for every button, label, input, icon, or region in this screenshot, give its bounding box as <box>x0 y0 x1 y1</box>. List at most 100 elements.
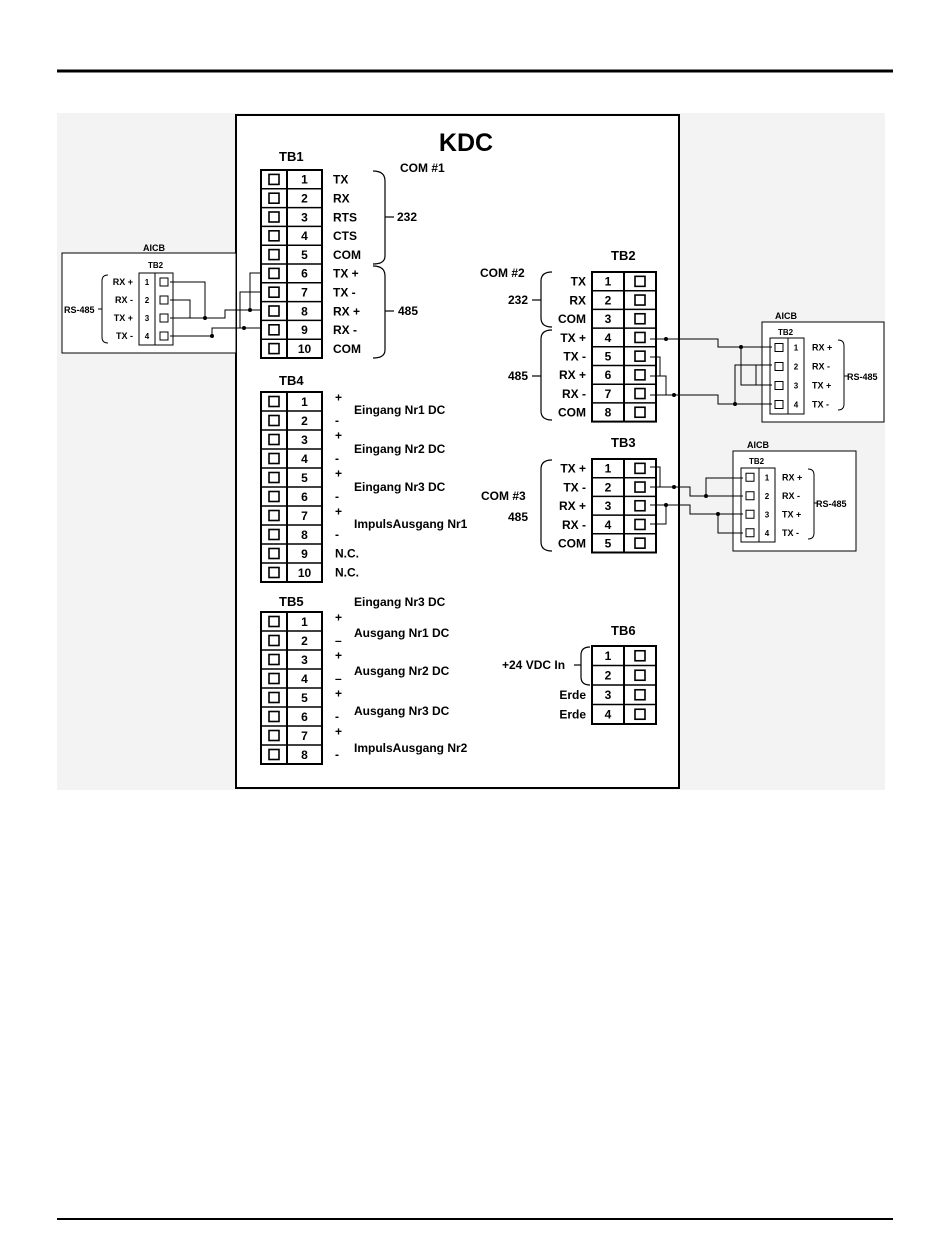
aicb-right-bottom-terminal-number: 1 <box>765 473 770 482</box>
tb1-screw-icon <box>268 211 280 223</box>
aicb-left-signal-label: RX - <box>115 295 133 305</box>
aicb-left-title: AICB <box>143 243 165 253</box>
tb1-screw-icon <box>268 323 280 336</box>
tb2-com-label: COM #2 <box>480 266 525 280</box>
tb2-terminal-number: 6 <box>605 368 612 382</box>
tb4-polarity-label: - <box>335 490 339 504</box>
tb5-screw-icon <box>268 653 280 666</box>
aicb-right-bottom-title: AICB <box>747 440 769 450</box>
aicb-right-top-signal-label: RX - <box>812 362 830 372</box>
tb2-terminal-number: 7 <box>605 387 612 401</box>
aicb-left-screw-icon <box>159 331 169 341</box>
tb3-terminal-number: 2 <box>605 480 612 494</box>
tb2-screw-icon <box>634 350 646 362</box>
aicb-right-bottom-signal-label: TX - <box>782 528 799 538</box>
tb3-terminal-number: 3 <box>605 499 612 513</box>
tb5-terminal-number: 2 <box>301 634 308 648</box>
tb6-terminal-number: 3 <box>605 688 612 702</box>
tb5-screw-icon <box>268 729 280 742</box>
tb2-232-label: 232 <box>508 293 528 307</box>
tb4-terminal-number: 6 <box>301 490 308 504</box>
wiring-left-junctions <box>203 308 252 338</box>
tb3-screw-icon <box>634 462 646 475</box>
tb2-signal-label: RX + <box>559 368 586 382</box>
tb6-supply-label: +24 VDC In <box>502 658 565 672</box>
aicb-right-top-terminal-number: 2 <box>794 363 799 372</box>
tb4-screw-icon <box>268 414 280 427</box>
tb3-signal-label: TX - <box>563 480 586 494</box>
tb4-terminal-number: 1 <box>301 395 308 409</box>
tb5-screw-icon <box>268 672 280 685</box>
aicb-right-top-side-label: RS-485 <box>847 372 878 382</box>
tb4-title: TB4 <box>279 373 304 388</box>
tb3-terminal-number: 1 <box>605 462 612 476</box>
tb4-screw-icon <box>268 566 280 579</box>
tb1-terminal-number: 5 <box>301 248 308 262</box>
tb4-polarity-label: - <box>335 528 339 542</box>
tb1-terminal-number: 6 <box>301 267 308 281</box>
tb2-terminal-number: 4 <box>605 331 612 345</box>
tb1-terminal-number: 10 <box>298 342 312 356</box>
tb5-label-1: Ausgang Nr1 DC <box>354 626 450 640</box>
aicb-left-screw-icon <box>159 295 169 305</box>
aicb-right-top-terminal-number: 4 <box>794 401 799 410</box>
tb1-terminal-number: 1 <box>301 173 308 187</box>
tb3-screw-icon <box>634 499 646 512</box>
tb4-terminal-number: 5 <box>301 471 308 485</box>
aicb-right-top-screw-icon <box>774 362 784 371</box>
tb4-screw-icon <box>268 547 280 560</box>
tb1-terminal-number: 4 <box>301 229 308 243</box>
tb6-terminal-number: 1 <box>605 649 612 663</box>
tb2-screw-icon <box>634 387 646 400</box>
tb5-label-2: Ausgang Nr2 DC <box>354 664 450 678</box>
tb4-polarity-label: + <box>335 505 342 519</box>
tb3-terminal-number: 4 <box>605 518 612 532</box>
wiring-tb2-aicb <box>650 338 772 405</box>
tb2-screw-icon <box>634 406 646 419</box>
tb4-polarity-label: - <box>335 452 339 466</box>
tb2-signal-label: TX <box>571 275 586 289</box>
tb1-screw-icon <box>268 248 280 261</box>
tb5-terminal-number: 3 <box>301 653 308 667</box>
tb4-screw-icon <box>268 528 280 541</box>
tb2-signal-label: RX - <box>562 387 586 401</box>
tb1-signal-label: COM <box>333 342 361 356</box>
tb3-screw-icon <box>634 518 646 531</box>
tb2-screw-icon <box>634 312 646 325</box>
tb1-signal-label: RX + <box>333 304 360 318</box>
tb3-terminal-number: 5 <box>605 536 612 550</box>
aicb-right-top-screw-icon <box>774 400 784 409</box>
aicb-right-bottom-side-label: RS-485 <box>816 499 847 509</box>
tb3-signal-label: TX + <box>560 462 586 476</box>
tb5-terminal-number: 4 <box>301 672 308 686</box>
wiring-tb2-junctions <box>664 337 743 406</box>
tb4-screw-icon <box>268 433 280 446</box>
tb6-screw-icon <box>634 708 646 721</box>
tb6-signal-label: Erde <box>559 708 586 722</box>
tb4-polarity-label: N.C. <box>335 566 359 580</box>
tb2-screw-icon <box>634 369 646 381</box>
tb1-terminal-number: 7 <box>301 286 308 300</box>
aicb-left-terminal-number: 3 <box>145 314 150 323</box>
aicb-right-top-terminal-number: 1 <box>794 344 799 353</box>
aicb-right-top-tb: TB2 <box>778 328 794 337</box>
tb1-terminal-number: 8 <box>301 304 308 318</box>
aicb-right-bottom-signal-label: RX + <box>782 472 802 482</box>
aicb-right-bottom-terminal-number: 2 <box>765 492 770 501</box>
tb5-screw-icon <box>268 748 280 761</box>
tb5-terminal-number: 6 <box>301 710 308 724</box>
tb5-screw-icon <box>268 691 280 704</box>
aicb-right-top-title: AICB <box>775 311 797 321</box>
tb4-polarity-label: + <box>335 429 342 443</box>
tb4-screw-icon <box>268 490 280 503</box>
tb5-terminal-number: 7 <box>301 729 308 743</box>
